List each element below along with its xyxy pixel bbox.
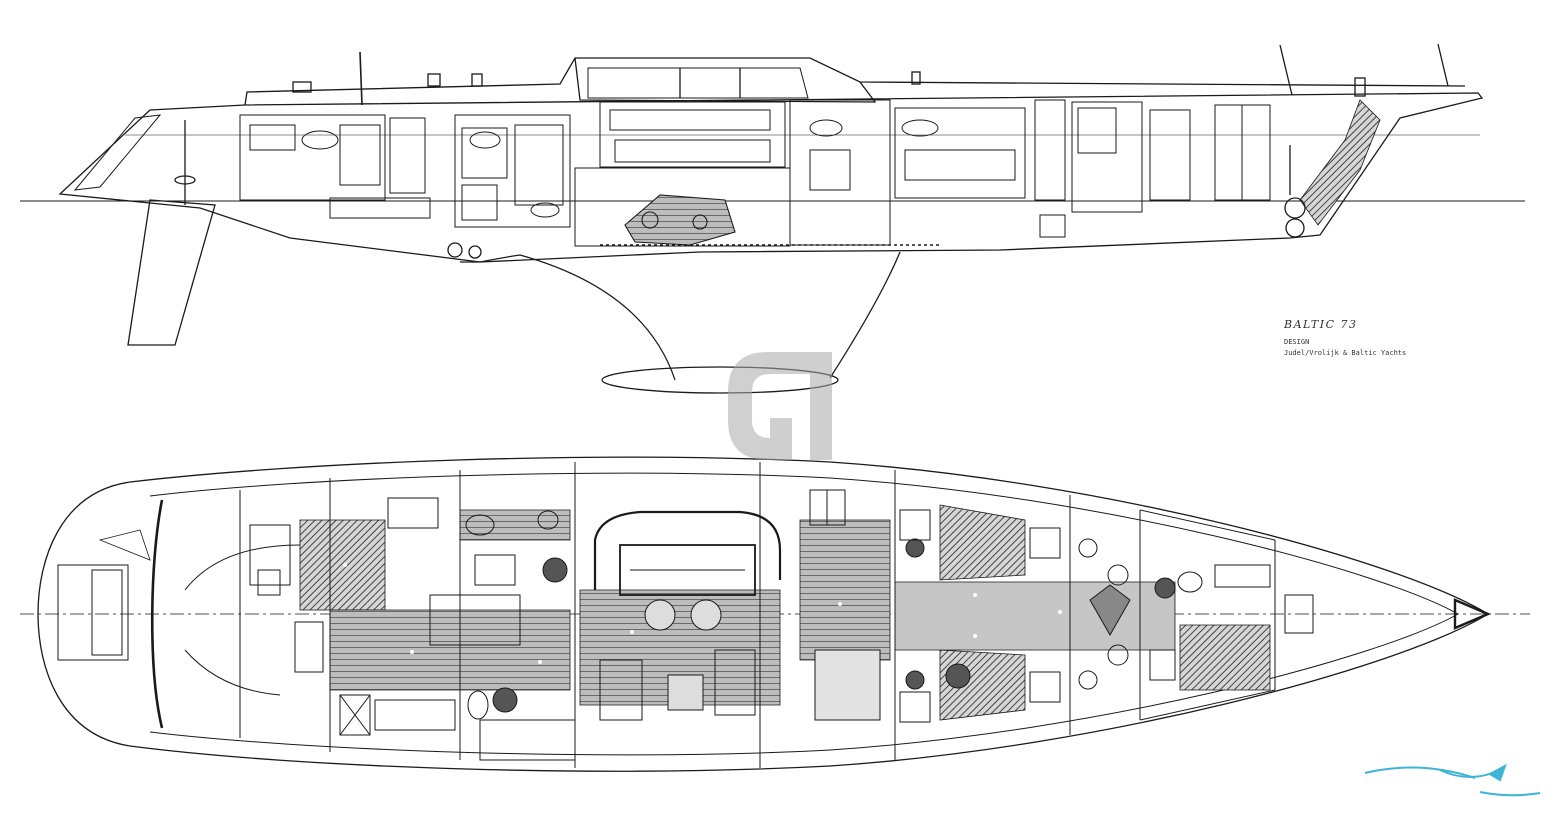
letter-g-watermark [728, 352, 832, 460]
hull-profile [58, 92, 1484, 263]
hull-outline [37, 456, 1490, 772]
yacht-model-name: BALTIC 73 [1284, 318, 1358, 331]
keel-bulb [601, 366, 839, 394]
design-label: DESIGN [1284, 338, 1310, 346]
deckhouse [574, 57, 877, 103]
rudder [127, 199, 216, 346]
designer-credit: Judel/Vrolijk & Baltic Yachts [1284, 349, 1407, 357]
floor-areas [299, 504, 1271, 721]
title-block: BALTIC 73 DESIGN Judel/Vrolijk & Baltic … [1284, 318, 1406, 359]
keel-fin [460, 254, 676, 381]
engine [624, 194, 736, 246]
plan-view [20, 456, 1530, 772]
side-profile [20, 43, 1525, 394]
wave-logo [1364, 763, 1541, 797]
